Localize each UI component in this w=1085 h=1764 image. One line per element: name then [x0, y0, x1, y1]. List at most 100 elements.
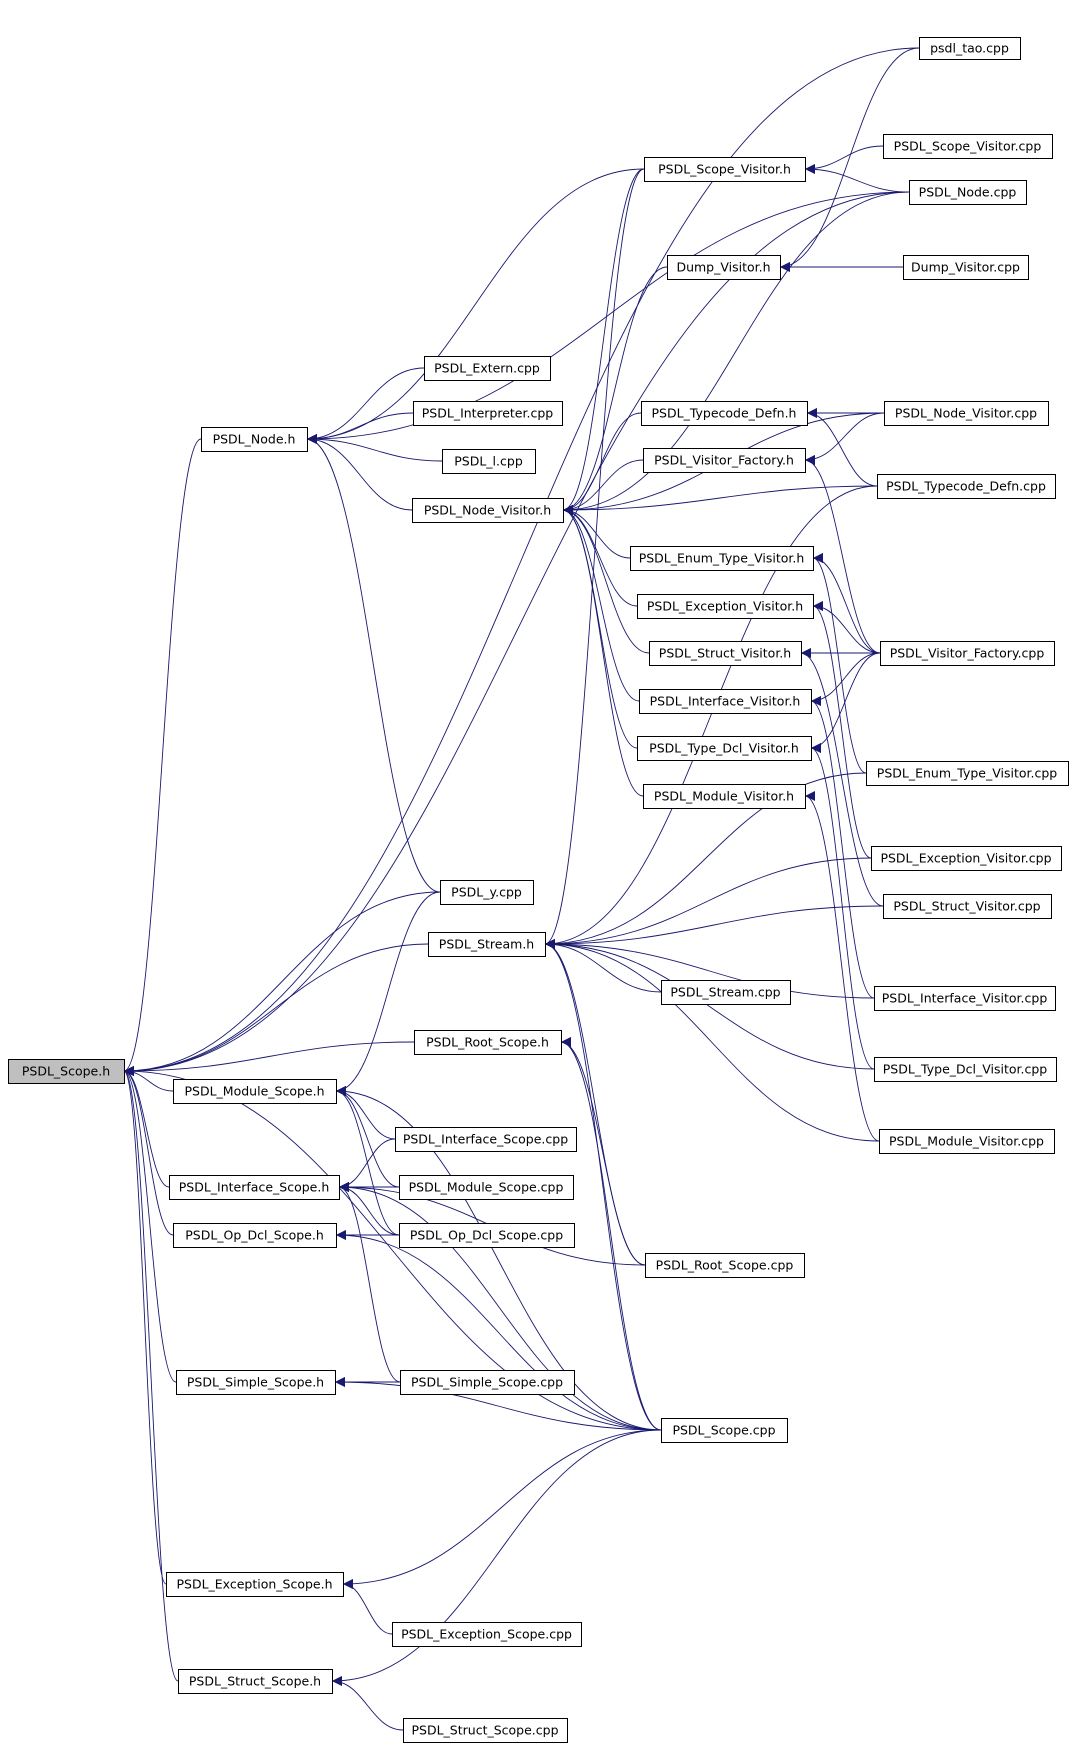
node-box[interactable]	[440, 880, 534, 905]
node-box[interactable]	[879, 1129, 1055, 1154]
node-l-cpp[interactable]: PSDL_l.cpp	[442, 449, 536, 474]
node-box[interactable]	[399, 1175, 574, 1200]
node-label: PSDL_Struct_Visitor.h	[659, 646, 791, 661]
node-scope-visitor-cpp[interactable]: PSDL_Scope_Visitor.cpp	[883, 134, 1053, 159]
node-node-cpp[interactable]: PSDL_Node.cpp	[909, 180, 1027, 205]
node-y-cpp[interactable]: PSDL_y.cpp	[440, 880, 534, 905]
node-box[interactable]	[412, 498, 564, 523]
edge-struct_visitor_cpp-to-struct_visitor_h	[800, 648, 884, 907]
node-struct-visitor-cpp[interactable]: PSDL_Struct_Visitor.cpp	[883, 894, 1052, 919]
node-interface-scope-cpp[interactable]: PSDL_Interface_Scope.cpp	[395, 1127, 577, 1152]
node-dump-visitor-cpp[interactable]: Dump_Visitor.cpp	[903, 255, 1029, 280]
node-exception-scope-cpp[interactable]: PSDL_Exception_Scope.cpp	[392, 1622, 582, 1647]
node-enum-type-visitor-h[interactable]: PSDL_Enum_Type_Visitor.h	[630, 546, 814, 571]
node-box[interactable]	[883, 894, 1052, 919]
node-box[interactable]	[866, 761, 1069, 786]
node-box[interactable]	[392, 1622, 582, 1647]
node-box[interactable]	[630, 546, 814, 571]
node-box[interactable]	[871, 846, 1062, 871]
node-module-scope-h[interactable]: PSDL_Module_Scope.h	[173, 1079, 337, 1104]
node-type-dcl-visitor-h[interactable]: PSDL_Type_Dcl_Visitor.h	[637, 736, 812, 761]
node-box[interactable]	[880, 641, 1055, 666]
node-module-visitor-cpp[interactable]: PSDL_Module_Visitor.cpp	[879, 1129, 1055, 1154]
node-op-dcl-scope-cpp[interactable]: PSDL_Op_Dcl_Scope.cpp	[399, 1223, 575, 1248]
node-struct-scope-h[interactable]: PSDL_Struct_Scope.h	[178, 1669, 333, 1694]
node-root-scope-cpp[interactable]: PSDL_Root_Scope.cpp	[645, 1253, 805, 1278]
node-extern-cpp[interactable]: PSDL_Extern.cpp	[424, 356, 551, 381]
node-box[interactable]	[909, 180, 1027, 205]
node-interface-scope-h[interactable]: PSDL_Interface_Scope.h	[169, 1175, 340, 1200]
node-box[interactable]	[649, 641, 802, 666]
node-stream-h[interactable]: PSDL_Stream.h	[428, 932, 546, 957]
node-module-scope-cpp[interactable]: PSDL_Module_Scope.cpp	[399, 1175, 574, 1200]
node-box[interactable]	[395, 1127, 577, 1152]
node-interface-visitor-h[interactable]: PSDL_Interface_Visitor.h	[639, 689, 812, 714]
node-box[interactable]	[919, 37, 1021, 60]
node-node-visitor-h[interactable]: PSDL_Node_Visitor.h	[412, 498, 564, 523]
node-psdl-tao-cpp[interactable]: psdl_tao.cpp	[919, 37, 1021, 60]
node-box[interactable]	[414, 1030, 562, 1055]
node-box[interactable]	[643, 448, 806, 473]
node-scope-visitor-h[interactable]: PSDL_Scope_Visitor.h	[644, 157, 806, 182]
node-box[interactable]	[644, 157, 806, 182]
node-box[interactable]	[169, 1175, 340, 1200]
node-box[interactable]	[173, 1223, 337, 1248]
node-box[interactable]	[428, 932, 546, 957]
node-box[interactable]	[637, 594, 814, 619]
node-box[interactable]	[903, 255, 1029, 280]
node-typecode-defn-cpp[interactable]: PSDL_Typecode_Defn.cpp	[877, 474, 1056, 499]
node-box[interactable]	[667, 255, 781, 280]
node-box[interactable]	[661, 1418, 788, 1443]
node-box[interactable]	[637, 736, 812, 761]
node-box[interactable]	[399, 1223, 575, 1248]
node-root-scope-h[interactable]: PSDL_Root_Scope.h	[414, 1030, 562, 1055]
node-box[interactable]	[173, 1079, 337, 1104]
node-struct-visitor-h[interactable]: PSDL_Struct_Visitor.h	[649, 641, 802, 666]
node-box[interactable]	[877, 474, 1056, 499]
node-module-visitor-h[interactable]: PSDL_Module_Visitor.h	[643, 784, 806, 809]
node-box[interactable]	[413, 401, 563, 426]
node-box[interactable]	[641, 401, 808, 426]
node-enum-type-visitor-cpp[interactable]: PSDL_Enum_Type_Visitor.cpp	[866, 761, 1069, 786]
node-exception-visitor-cpp[interactable]: PSDL_Exception_Visitor.cpp	[871, 846, 1062, 871]
node-op-dcl-scope-h[interactable]: PSDL_Op_Dcl_Scope.h	[173, 1223, 337, 1248]
node-interface-visitor-cpp[interactable]: PSDL_Interface_Visitor.cpp	[874, 986, 1056, 1011]
node-box[interactable]	[661, 980, 791, 1005]
node-stream-cpp[interactable]: PSDL_Stream.cpp	[661, 980, 791, 1005]
node-interpreter-cpp[interactable]: PSDL_Interpreter.cpp	[413, 401, 563, 426]
node-typecode-defn-h[interactable]: PSDL_Typecode_Defn.h	[641, 401, 808, 426]
node-scope-cpp[interactable]: PSDL_Scope.cpp	[661, 1418, 788, 1443]
node-dump-visitor-h[interactable]: Dump_Visitor.h	[667, 255, 781, 280]
node-box[interactable]	[884, 401, 1049, 426]
node-node-h[interactable]: PSDL_Node.h	[201, 427, 308, 452]
node-struct-scope-cpp[interactable]: PSDL_Struct_Scope.cpp	[403, 1718, 568, 1743]
node-box[interactable]	[176, 1370, 336, 1395]
edge-enum_type_visitor_cpp-to-enum_type_visitor_h	[812, 553, 867, 774]
node-box[interactable]	[442, 449, 536, 474]
node-box[interactable]	[178, 1669, 333, 1694]
node-box[interactable]	[8, 1059, 125, 1084]
node-label: PSDL_Interface_Visitor.h	[650, 694, 801, 709]
node-visitor-factory-h[interactable]: PSDL_Visitor_Factory.h	[643, 448, 806, 473]
node-box[interactable]	[403, 1718, 568, 1743]
node-simple-scope-h[interactable]: PSDL_Simple_Scope.h	[176, 1370, 336, 1395]
node-box[interactable]	[643, 784, 806, 809]
node-exception-visitor-h[interactable]: PSDL_Exception_Visitor.h	[637, 594, 814, 619]
node-scope-h[interactable]: PSDL_Scope.h	[8, 1059, 125, 1084]
node-exception-scope-h[interactable]: PSDL_Exception_Scope.h	[166, 1572, 344, 1597]
node-box[interactable]	[645, 1253, 805, 1278]
node-box[interactable]	[424, 356, 551, 381]
node-box[interactable]	[874, 1057, 1057, 1082]
node-box[interactable]	[201, 427, 308, 452]
node-type-dcl-visitor-cpp[interactable]: PSDL_Type_Dcl_Visitor.cpp	[874, 1057, 1057, 1082]
node-visitor-factory-cpp[interactable]: PSDL_Visitor_Factory.cpp	[880, 641, 1055, 666]
node-box[interactable]	[874, 986, 1056, 1011]
node-box[interactable]	[883, 134, 1053, 159]
node-box[interactable]	[400, 1370, 575, 1395]
node-node-visitor-cpp[interactable]: PSDL_Node_Visitor.cpp	[884, 401, 1049, 426]
node-box[interactable]	[166, 1572, 344, 1597]
node-label: PSDL_Extern.cpp	[434, 361, 540, 376]
node-box[interactable]	[639, 689, 812, 714]
node-simple-scope-cpp[interactable]: PSDL_Simple_Scope.cpp	[400, 1370, 575, 1395]
edge-struct_visitor_cpp-to-stream_h	[544, 905, 884, 949]
